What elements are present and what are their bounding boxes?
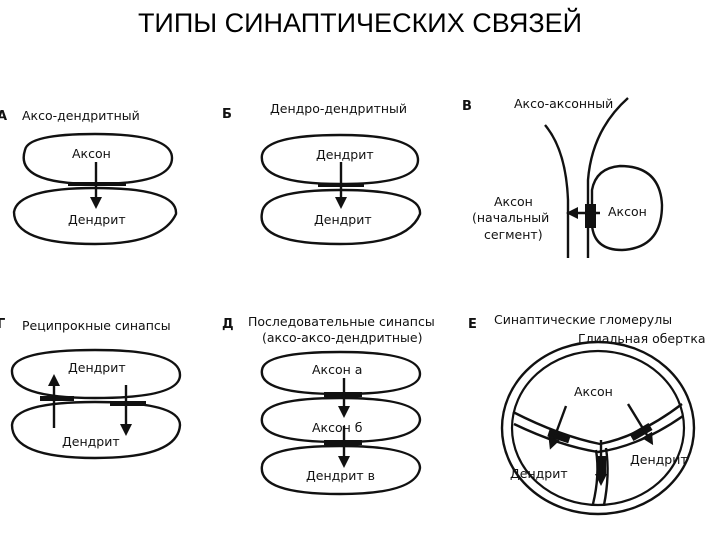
panel-d-cell-2-label: Аксон б [312, 420, 363, 435]
panel-v-left-label-2: (начальный [472, 210, 549, 225]
panel-e-axon-label: Аксон [574, 384, 613, 399]
panel-g-heading: Реципрокные синапсы [22, 318, 171, 333]
panel-e-heading: Синаптические гломерулы [494, 312, 672, 327]
panel-e-arrow-left [548, 405, 568, 450]
panel-e-dendrite-left-label: Дендрит [510, 466, 568, 481]
panel-v-right-label: Аксон [608, 204, 647, 219]
panel-v-initial-segment-left [544, 124, 570, 258]
panel-e: Е Синаптические гломерулы Глиальная обер… [468, 312, 706, 516]
panel-v-heading: Аксо-аксонный [514, 96, 613, 111]
panel-e-glia-inner [510, 349, 686, 507]
panel-v: В Аксо-аксонный Аксон (начальный сегмент… [462, 96, 664, 258]
panel-g-synapse-right [110, 401, 146, 406]
panel-g-top-label: Дендрит [68, 360, 126, 375]
panel-b-heading: Дендро-дендритный [270, 101, 407, 116]
panel-e-wall-vert-2 [602, 447, 609, 506]
page-title: ТИПЫ СИНАПТИЧЕСКИХ СВЯЗЕЙ [137, 8, 583, 38]
panel-a-bottom-cell [12, 186, 178, 246]
panel-v-axon-terminal [590, 164, 664, 252]
panel-b-bottom-cell [260, 188, 422, 246]
panel-a-top-label: Аксон [72, 146, 111, 161]
panel-g-bottom-label: Дендрит [62, 434, 120, 449]
panel-e-dendrite-right-label: Дендрит [630, 452, 688, 467]
panel-b: Б Дендро-дендритный Дендрит Дендрит [222, 101, 422, 246]
panel-g-synapse-left [40, 396, 74, 401]
panel-v-letter: В [462, 99, 472, 114]
panel-e-synapse-left [547, 428, 571, 444]
panel-a-heading: Аксо-дендритный [22, 108, 140, 123]
panel-v-left-label-1: Аксон [494, 194, 533, 209]
panel-e-wall-top-2 [513, 415, 684, 454]
panel-b-letter: Б [222, 107, 232, 122]
panel-e-synapse-right [629, 423, 653, 441]
panel-d-heading-1: Последовательные синапсы [248, 314, 435, 329]
panel-d-cell-3-label: Дендрит в [306, 468, 375, 483]
panel-d-letter: Д [222, 317, 234, 332]
panel-v-initial-segment-right [586, 97, 629, 258]
panel-b-top-label: Дендрит [316, 147, 374, 162]
panel-g: Г Реципрокные синапсы Дендрит Дендрит [0, 317, 182, 460]
panel-b-top-cell [260, 133, 420, 186]
panel-e-wall-vert-1 [591, 449, 599, 505]
panel-v-left-label-3: сегмент) [484, 227, 543, 242]
panel-b-bottom-label: Дендрит [314, 212, 372, 227]
panel-e-glia-label: Глиальная обертка [578, 331, 706, 346]
panel-a: А Аксо-дендритный Аксон Дендрит [0, 108, 178, 246]
panel-e-letter: Е [468, 317, 477, 332]
panel-a-top-cell [22, 132, 174, 186]
panel-d-cell-3 [260, 444, 422, 496]
panel-d: Д Последовательные синапсы (аксо-аксо-де… [222, 314, 435, 496]
panel-d-cell-2 [260, 396, 422, 444]
panel-d-cell-1 [260, 350, 422, 396]
panel-v-synapse [585, 204, 596, 228]
panel-a-letter: А [0, 109, 7, 124]
panel-e-arrow-right [626, 403, 654, 446]
panel-g-letter: Г [0, 317, 5, 332]
panel-a-bottom-label: Дендрит [68, 212, 126, 227]
panel-d-cell-1-label: Аксон а [312, 362, 362, 377]
panel-e-wall-top-1 [512, 403, 683, 446]
panel-d-heading-2: (аксо-аксо-дендритные) [262, 330, 422, 345]
panel-g-bottom-cell [10, 400, 182, 460]
panel-e-glia-outer [500, 340, 696, 516]
